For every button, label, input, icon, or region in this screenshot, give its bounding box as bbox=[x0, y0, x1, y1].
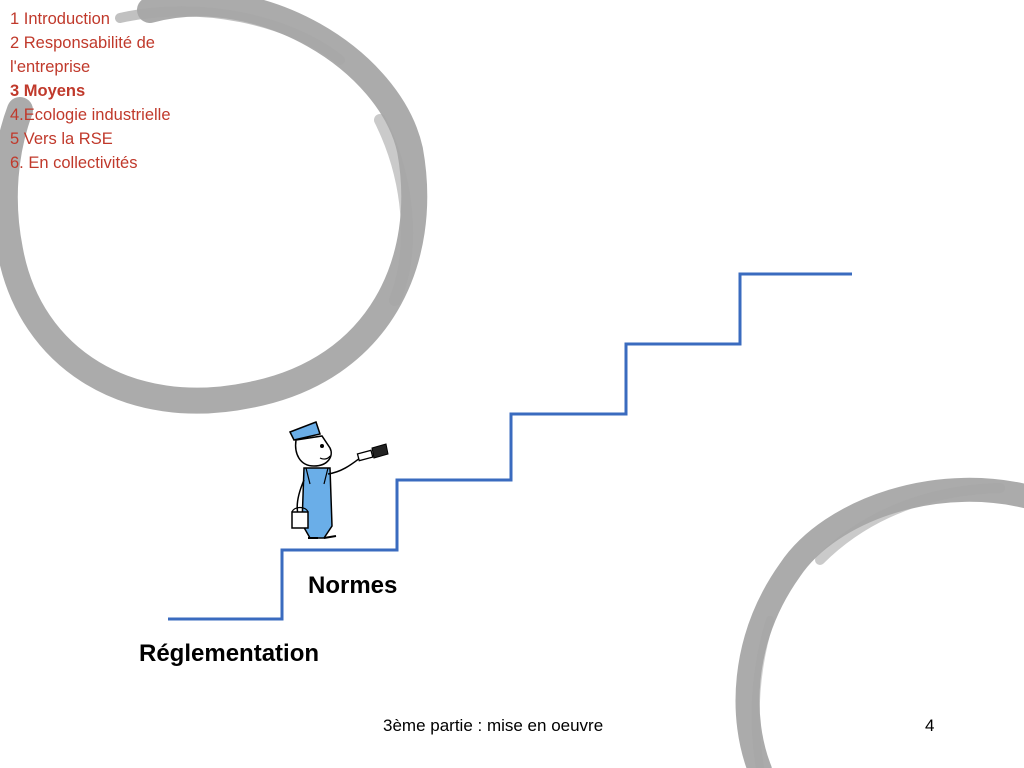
painter-illustration bbox=[288, 421, 389, 539]
toc-item-collectivites[interactable]: 6. En collectivités bbox=[10, 154, 138, 172]
toc-item-moyens[interactable]: 3 Moyens bbox=[10, 82, 86, 100]
staircase-line bbox=[168, 272, 852, 621]
toc-item-ecologie[interactable]: 4.Ecologie industrielle bbox=[10, 106, 171, 124]
toc-item-responsabilite[interactable]: 2 Responsabilité de l'entreprise bbox=[10, 34, 155, 76]
table-of-contents: 1 Introduction 2 Responsabilité de l'ent… bbox=[10, 7, 210, 175]
toc-item-introduction[interactable]: 1 Introduction bbox=[10, 10, 110, 28]
top-left-brush-circle bbox=[0, 0, 428, 414]
step-label-reglementation: Réglementation bbox=[139, 640, 320, 667]
step-label-normes: Normes bbox=[308, 572, 398, 599]
page-number: 4 bbox=[925, 716, 935, 735]
toc-item-rse[interactable]: 5 Vers la RSE bbox=[10, 130, 113, 148]
footer-title: 3ème partie : mise en oeuvre bbox=[383, 716, 604, 735]
